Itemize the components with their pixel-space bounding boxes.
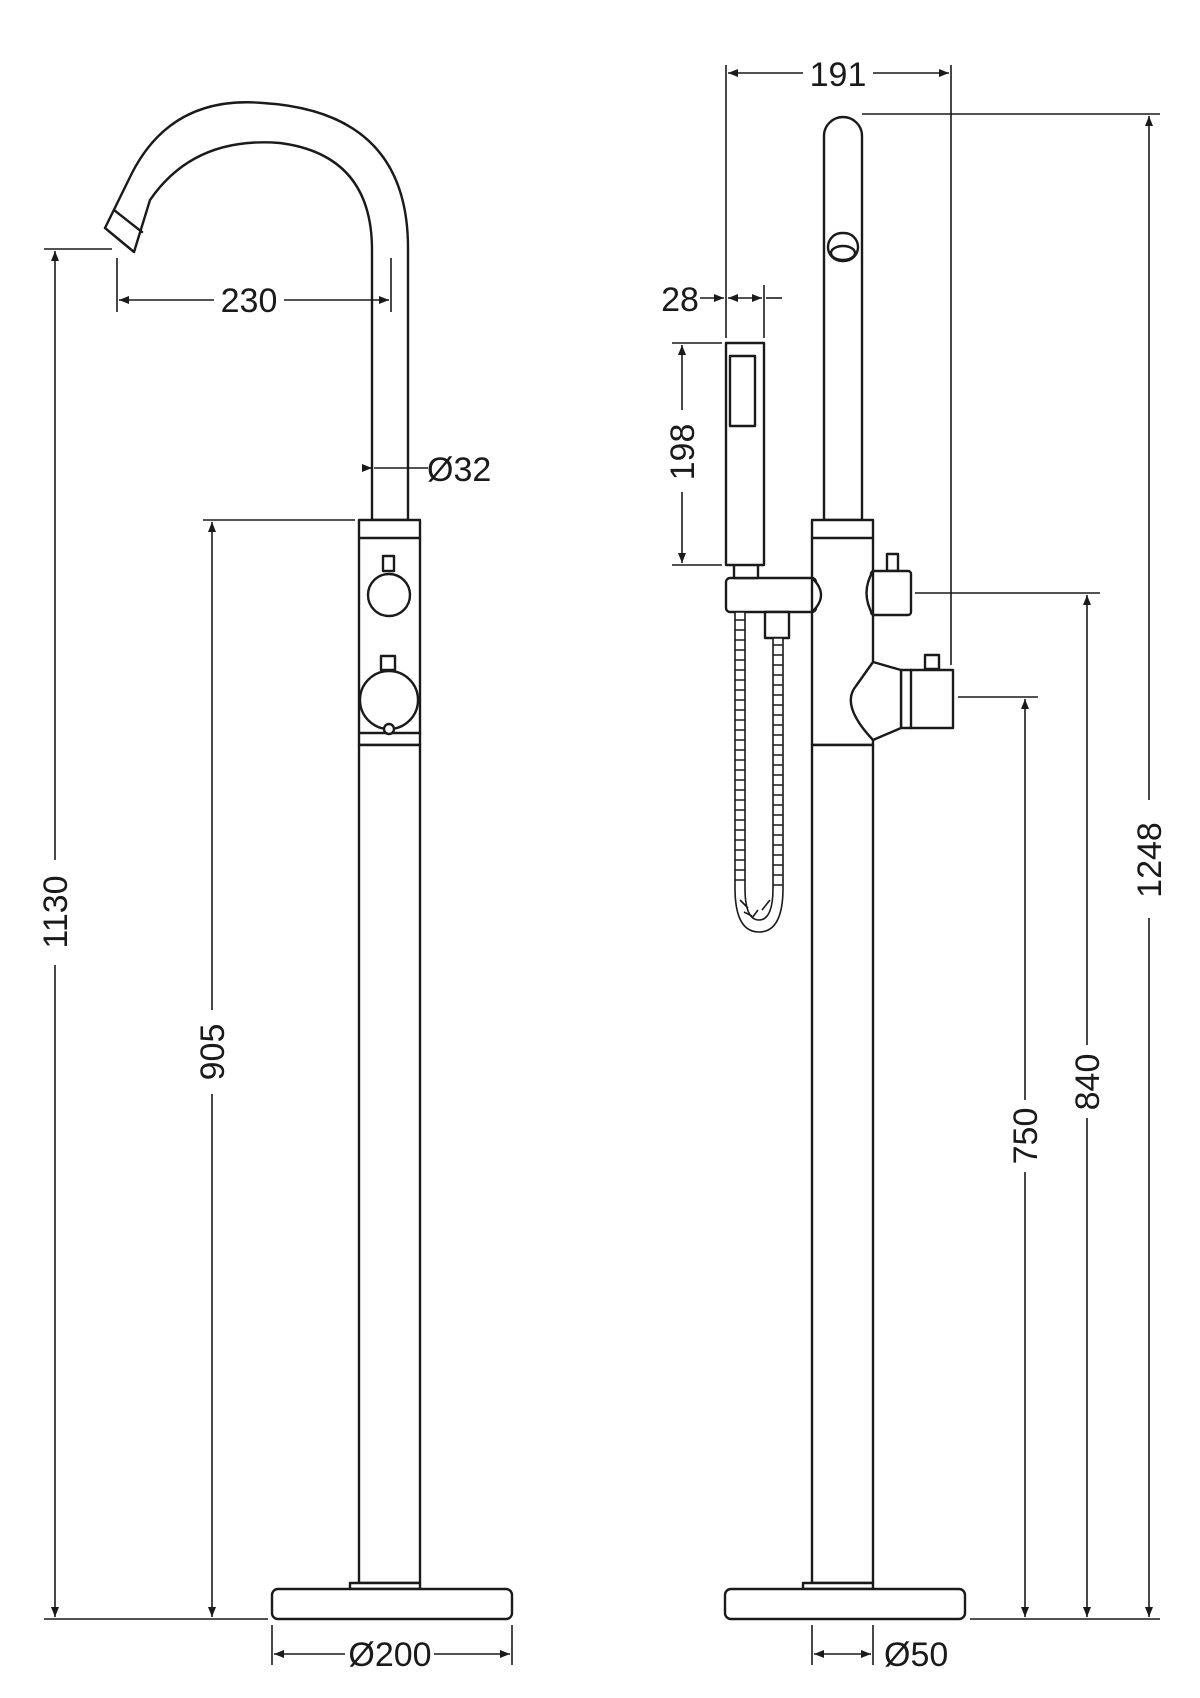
thermostat-stem	[379, 654, 397, 672]
dim-total-height-left: 1130	[37, 875, 75, 948]
thermostat-button	[382, 722, 396, 736]
hose-connector	[763, 610, 791, 640]
front-diverter-stem	[885, 552, 900, 573]
front-floor-base-plate	[723, 1587, 967, 1621]
main-pipe	[357, 743, 422, 1585]
left-view-tap	[103, 101, 514, 1621]
dim-upper-control-height: 840	[1069, 1054, 1107, 1111]
riser-pipe	[822, 115, 864, 522]
dim-pipe-diameter: Ø50	[884, 1636, 948, 1674]
left-view-dimensions: 230 Ø32 1130 905 Ø200	[37, 248, 513, 1674]
spout-tip-line	[103, 226, 136, 254]
dim-lower-control-height: 750	[1007, 1108, 1045, 1165]
dim-spout-diameter: Ø32	[427, 451, 491, 489]
handset-bracket-arm	[724, 576, 818, 614]
right-view-dimensions: 191 28 198 1248 840 750 Ø50	[661, 56, 1169, 1674]
spout-outlet-opening	[829, 244, 857, 262]
handset-bracket-cap	[810, 576, 823, 614]
right-view-tap	[723, 115, 967, 1621]
diverter-stem	[381, 554, 396, 573]
dim-base-diameter: Ø200	[348, 1636, 431, 1674]
hose-ribbing	[735, 619, 783, 919]
front-diverter-knob	[869, 569, 913, 617]
front-diverter-cap	[865, 569, 875, 617]
dim-spout-reach: 230	[221, 282, 278, 320]
front-main-pipe	[810, 743, 875, 1585]
dim-handset-width: 28	[661, 281, 699, 319]
spout-tip-edge	[112, 208, 144, 234]
front-control-body	[810, 518, 875, 747]
diverter-knob	[366, 572, 412, 618]
handset-face	[728, 354, 757, 428]
thermostat-knob	[358, 669, 420, 731]
dim-body-height: 905	[194, 1024, 232, 1081]
floor-base-plate	[270, 1587, 514, 1621]
front-thermostat-stem	[923, 653, 941, 671]
front-thermostat-lever	[849, 660, 903, 742]
dim-handset-length: 198	[664, 424, 702, 481]
dim-overall-width: 191	[810, 56, 867, 94]
front-thermostat-body	[899, 668, 955, 730]
dim-total-height-right: 1248	[1131, 822, 1169, 898]
